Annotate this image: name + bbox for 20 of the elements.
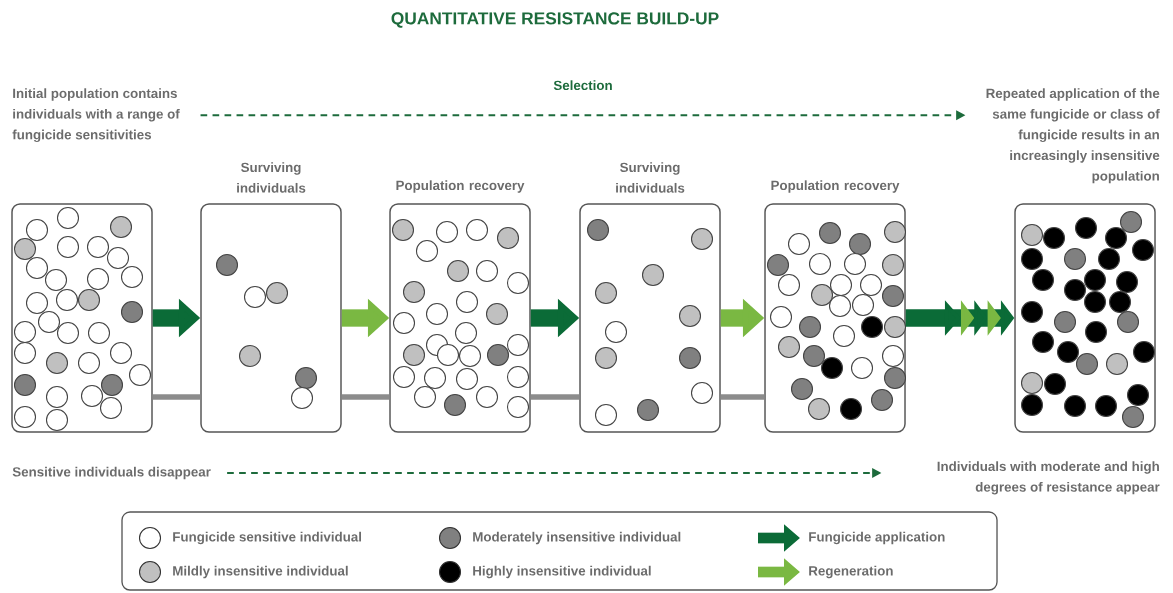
- legend-text: Fungicide sensitive individual: [173, 531, 361, 545]
- connector-line: [720, 394, 765, 400]
- box-heading: Population recovery: [396, 180, 525, 193]
- title: QUANTITATIVE RESISTANCE BUILD-UP: [391, 12, 719, 28]
- legend-text: Mildly insensitive individual: [173, 565, 348, 579]
- connector-line: [530, 394, 580, 400]
- legend-text: Fungicide application: [809, 531, 945, 545]
- box-heading: Repeated application of the same fungicide or class of fungicide results in an increasingly insensitive population: [986, 88, 1160, 184]
- note-text: Individuals with moderate and high degrees of resistance appear: [937, 461, 1160, 495]
- note-text: Sensitive individuals disappear: [12, 466, 211, 480]
- edge-label: Selection: [553, 80, 612, 91]
- legend-text: Regeneration: [809, 565, 893, 579]
- legend-text: Highly insensitive individual: [473, 565, 651, 579]
- box-heading: Initial population contains individuals with a range of fungicide sensitivities: [12, 88, 180, 143]
- box-heading: Surviving individuals: [237, 162, 306, 193]
- connector-line: [341, 394, 390, 400]
- box-heading: Population recovery: [771, 180, 900, 193]
- legend-text: Moderately insensitive individual: [473, 531, 681, 545]
- box-heading: Surviving individuals: [616, 162, 685, 193]
- connector-line: [152, 394, 201, 400]
